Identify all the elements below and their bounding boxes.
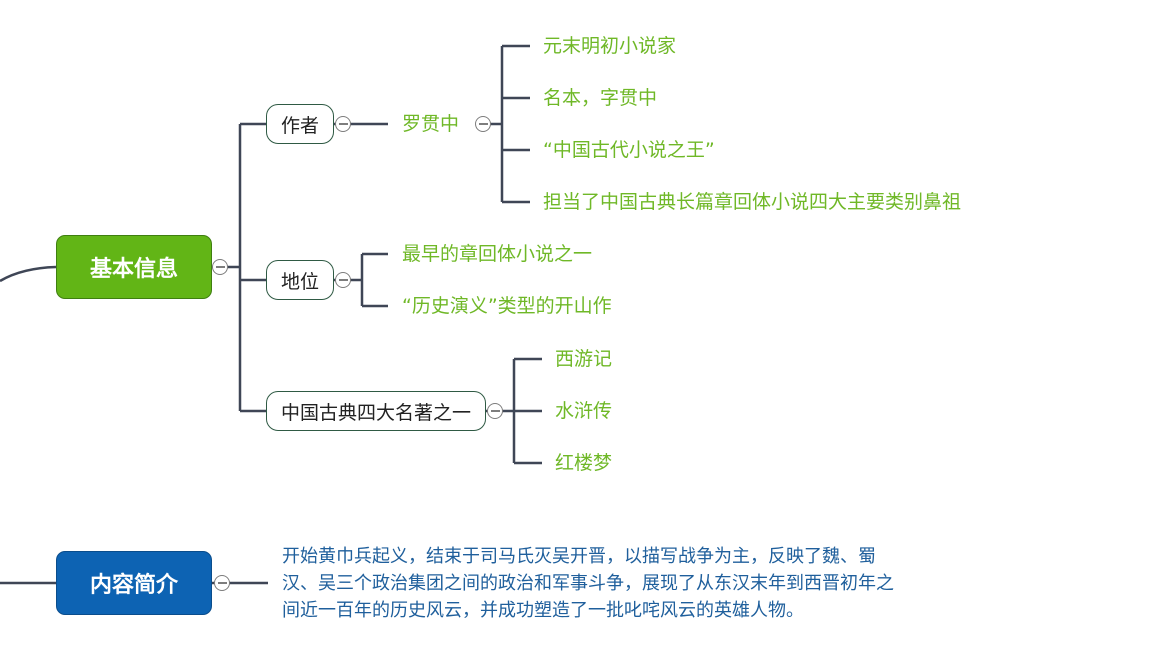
collapse-minus-icon[interactable] (214, 575, 230, 591)
author-detail-item[interactable]: “中国古代小说之王” (543, 139, 715, 161)
collapse-minus-icon[interactable] (487, 403, 503, 419)
topic-author[interactable]: 作者 (266, 104, 334, 144)
classic-work-item[interactable]: 西游记 (555, 348, 613, 370)
topic-author-name[interactable]: 罗贯中 (402, 113, 460, 135)
collapse-minus-icon[interactable] (335, 116, 351, 132)
status-detail-item[interactable]: “历史演义”类型的开山作 (402, 295, 612, 317)
collapse-minus-icon[interactable] (475, 116, 491, 132)
classic-work-item[interactable]: 红楼梦 (555, 452, 613, 474)
author-detail-item[interactable]: 担当了中国古典长篇章回体小说四大主要类别鼻祖 (543, 191, 962, 213)
author-detail-item[interactable]: 元末明初小说家 (543, 35, 677, 57)
status-detail-item[interactable]: 最早的章回体小说之一 (402, 243, 593, 265)
collapse-minus-icon[interactable] (212, 259, 228, 275)
summary-text[interactable]: 开始黄巾兵起义，结束于司马氏灭吴开晋，以描写战争为主，反映了魏、蜀汉、吴三个政治… (282, 546, 894, 621)
topic-status[interactable]: 地位 (266, 260, 334, 300)
topic-summary[interactable]: 内容简介 (56, 551, 212, 615)
topic-basic-info[interactable]: 基本信息 (56, 235, 212, 299)
author-detail-item[interactable]: 名本，字贯中 (543, 87, 658, 109)
classic-work-item[interactable]: 水浒传 (555, 400, 613, 422)
collapse-minus-icon[interactable] (335, 272, 351, 288)
connector-parent-to-basic-info (0, 265, 57, 283)
topic-four-classics[interactable]: 中国古典四大名著之一 (266, 391, 486, 431)
